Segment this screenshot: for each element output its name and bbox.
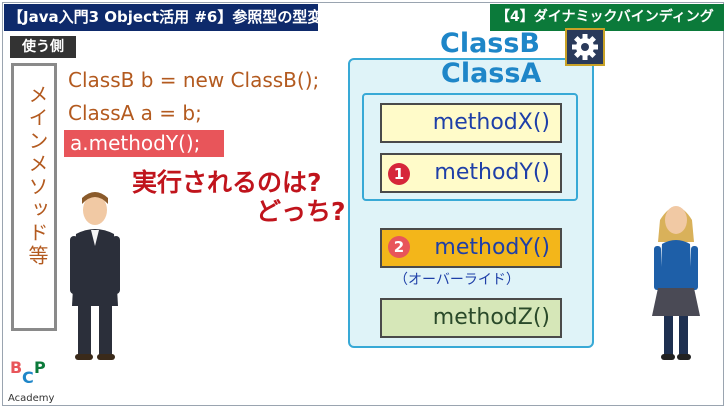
lesson-title-bar: 【Java入門3 Object活用 #6】参照型の型変換 [4, 4, 337, 31]
code-line-highlight: a.methodY(); [64, 130, 224, 157]
method-y-base-box: 1 methodY() [380, 153, 562, 193]
slide-frame [2, 2, 724, 406]
gear-icon[interactable] [565, 28, 605, 66]
classa-label: ClassA [441, 58, 542, 89]
academy-logo-text: Academy [8, 393, 55, 404]
main-method-label: メインメソッド等 [25, 84, 49, 268]
logo-letter-c: C [22, 368, 34, 387]
classb-label: ClassB [440, 28, 541, 59]
logo-letter-p: P [34, 358, 46, 377]
method-x-label: methodX() [432, 110, 550, 135]
academy-logo: B C P [8, 356, 48, 392]
method-x-box: methodX() [380, 103, 562, 143]
section-title-bar: 【4】ダイナミックバインディング [490, 4, 724, 31]
number-2-badge: 2 [388, 236, 410, 258]
method-y-override-box: 2 methodY() [380, 228, 562, 268]
code-line-1: ClassB b = new ClassB(); [68, 68, 320, 92]
code-line-2: ClassA a = b; [68, 101, 202, 125]
presenter-man-illustration [70, 192, 120, 360]
question-line-2: どっち? [256, 197, 346, 226]
main-method-box: メインメソッド等 [11, 63, 57, 331]
caller-tag: 使う側 [10, 36, 76, 58]
method-z-box: methodZ() [380, 298, 562, 338]
question-line-1: 実行されるのは? [132, 168, 322, 197]
method-y-override-label: methodY() [434, 235, 550, 260]
presenter-woman-illustration [652, 206, 700, 360]
method-y-base-label: methodY() [434, 160, 550, 185]
logo-letter-b: B [10, 358, 23, 377]
method-z-label: methodZ() [432, 305, 550, 330]
number-1-badge: 1 [388, 163, 410, 185]
override-note: （オーバーライド） [394, 272, 520, 288]
